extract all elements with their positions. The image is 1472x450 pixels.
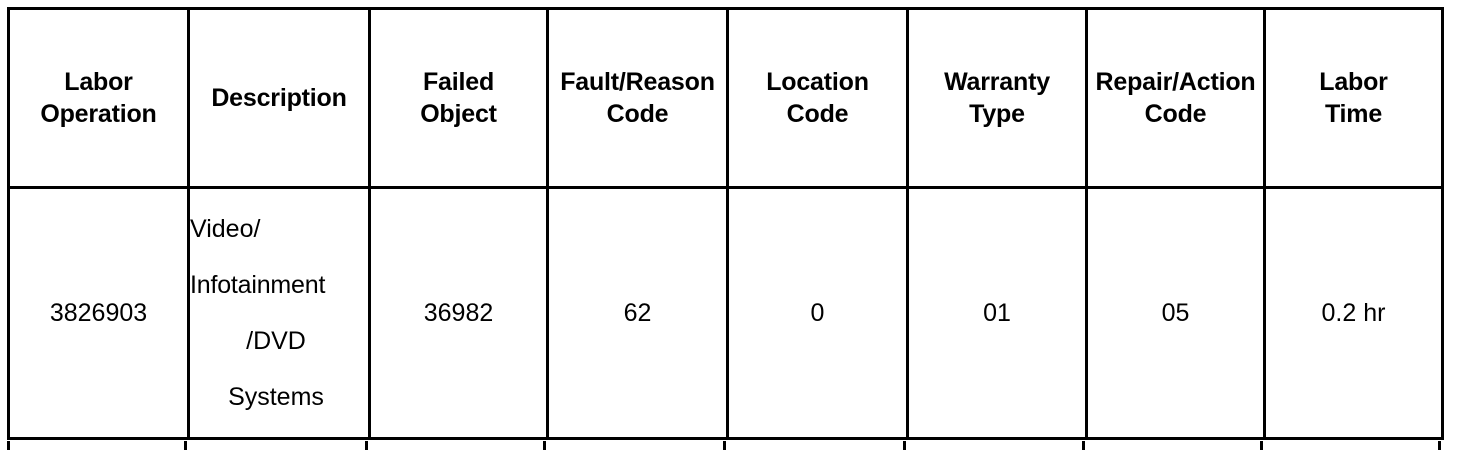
next-row-divider-2 [365, 441, 368, 450]
next-row-sliver [7, 441, 1441, 450]
next-row-divider-7 [1260, 441, 1263, 450]
next-row-divider-5 [903, 441, 906, 450]
column-header-repair-action-code-line1: Repair/Action [1095, 68, 1256, 96]
column-header-labor-time: Labor Time [1263, 7, 1444, 189]
cell-labor-time: 0.2 hr [1263, 186, 1444, 440]
column-header-warranty-type: Warranty Type [906, 7, 1088, 189]
cell-description-line-1: Video/ [190, 214, 261, 243]
cell-location-code: 0 [726, 186, 909, 440]
next-row-divider-1 [184, 441, 187, 450]
labor-operation-table: Labor Operation Description Failed Objec… [7, 7, 1444, 440]
column-header-labor-operation-line2: Operation [40, 100, 157, 128]
column-header-labor-time-line2: Time [1324, 100, 1383, 128]
column-header-failed-object: Failed Object [368, 7, 549, 189]
cell-fault-reason-code: 62 [546, 186, 729, 440]
next-row-divider-4 [723, 441, 726, 450]
table-row: 3826903 Video/ Infotainment /DVD Systems… [7, 186, 1444, 440]
cell-warranty-type: 01 [906, 186, 1088, 440]
column-header-location-code: Location Code [726, 7, 909, 189]
table-header: Labor Operation Description Failed Objec… [7, 7, 1444, 189]
column-header-failed-object-line1: Failed [422, 68, 495, 96]
column-header-description-line1: Description [211, 84, 347, 112]
column-header-repair-action-code: Repair/Action Code [1085, 7, 1266, 189]
next-row-border-left [7, 441, 10, 450]
cell-labor-operation: 3826903 [7, 186, 190, 440]
cell-failed-object: 36982 [368, 186, 549, 440]
column-header-fault-reason-code-line1: Fault/Reason [560, 68, 715, 96]
cell-repair-action-code: 05 [1085, 186, 1266, 440]
cell-description-lines: Video/ Infotainment /DVD Systems [190, 214, 368, 412]
column-header-location-code-line2: Code [786, 100, 849, 128]
column-header-location-code-line1: Location [766, 68, 869, 96]
cell-description-line-4: Systems [228, 383, 324, 412]
column-header-labor-time-line1: Labor [1319, 68, 1388, 96]
column-header-repair-action-code-line2: Code [1144, 100, 1207, 128]
cell-description: Video/ Infotainment /DVD Systems [187, 186, 371, 440]
next-row-border-right [1438, 441, 1441, 450]
column-header-labor-operation: Labor Operation [7, 7, 190, 189]
cell-description-line-3: /DVD [246, 327, 306, 355]
column-header-fault-reason-code-line2: Code [606, 100, 669, 128]
column-header-failed-object-line2: Object [420, 100, 497, 128]
column-header-warranty-type-line2: Type [969, 100, 1025, 128]
next-row-divider-6 [1082, 441, 1085, 450]
column-header-fault-reason-code: Fault/Reason Code [546, 7, 729, 189]
cell-description-line-2: Infotainment [190, 270, 326, 299]
next-row-divider-3 [543, 441, 546, 450]
table-header-row: Labor Operation Description Failed Objec… [7, 7, 1444, 189]
table-body: 3826903 Video/ Infotainment /DVD Systems… [7, 186, 1444, 440]
column-header-description: Description [187, 7, 371, 189]
column-header-warranty-type-line1: Warranty [944, 68, 1050, 96]
column-header-labor-operation-line1: Labor [64, 68, 133, 96]
